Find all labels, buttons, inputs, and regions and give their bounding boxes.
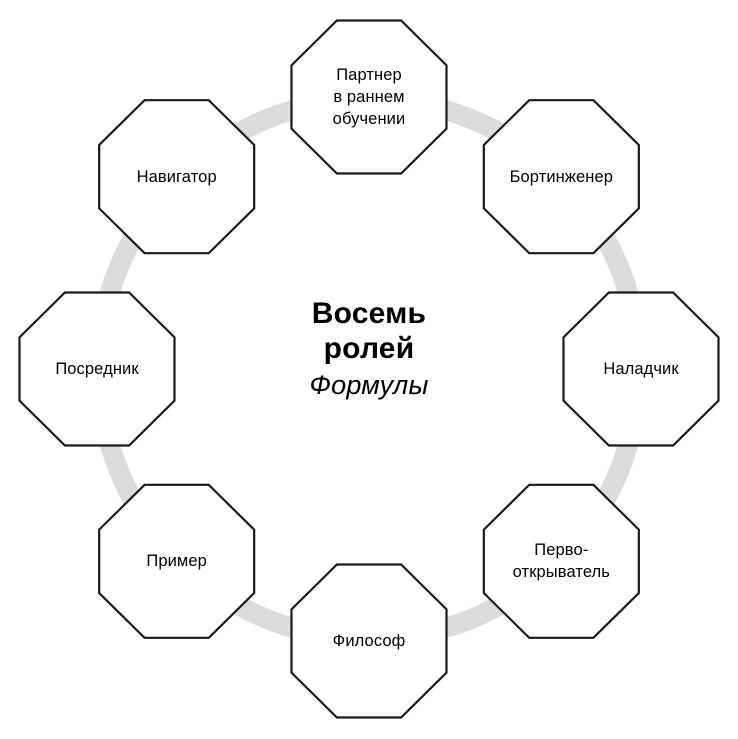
octagon-shapes-layer: [18, 19, 720, 719]
octagon-node-partner[interactable]: [290, 19, 448, 175]
octagon-node-navigator[interactable]: [98, 99, 256, 255]
center-title: Восемь ролей: [249, 296, 489, 367]
octagon-node-example[interactable]: [98, 483, 256, 639]
octagon-node-mediator[interactable]: [18, 291, 176, 447]
octagon-node-flight-engineer[interactable]: [482, 99, 640, 255]
octagon-node-discoverer[interactable]: [482, 483, 640, 639]
octagon-node-tuner[interactable]: [562, 291, 720, 447]
center-caption: Восемь ролей Формулы: [249, 296, 489, 401]
center-title-line-2: ролей: [323, 332, 415, 366]
center-title-line-1: Восемь: [311, 297, 427, 330]
center-subtitle: Формулы: [309, 369, 429, 400]
octagon-node-philosopher[interactable]: [290, 563, 448, 719]
